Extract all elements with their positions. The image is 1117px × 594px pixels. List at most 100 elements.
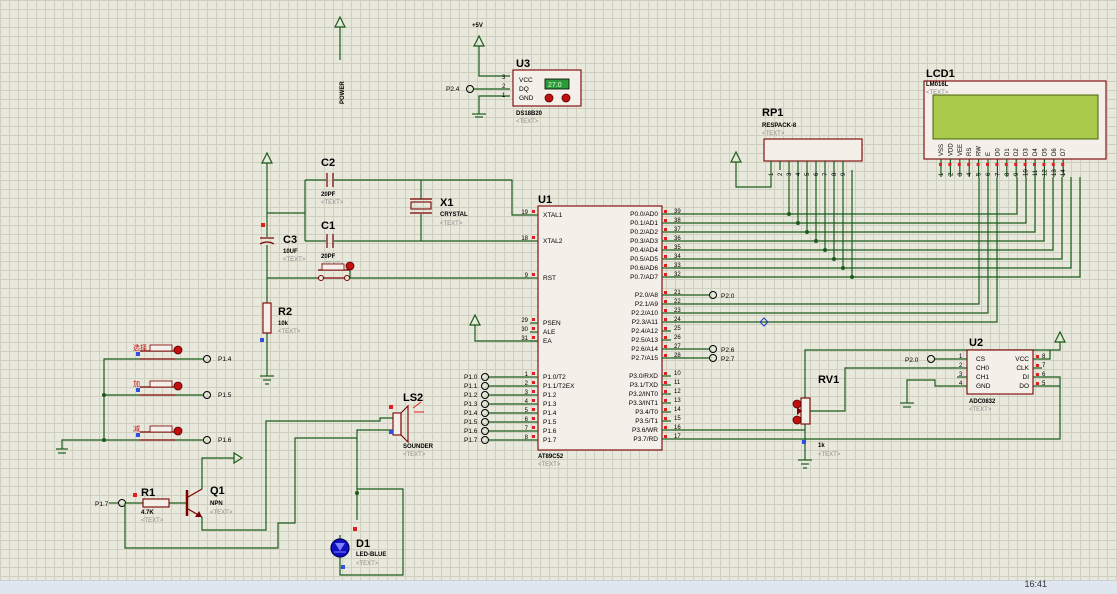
u1-pin-name: P0.0/AD0 [630,211,658,218]
u1-pin-number: 25 [674,326,681,332]
rp1-pin-number: 1 [769,172,775,176]
lcd-pin-number: 13 [1052,169,1058,176]
buzzer-circuit: P1.7 [95,417,404,576]
u2-part: ADC0832 [969,399,996,405]
push-button[interactable]: 减 P1.6 [133,424,232,444]
d1-led[interactable]: D1 LED-BLUE <TEXT> [330,527,386,569]
c2-ref: C2 [321,157,335,169]
lcd-pin-marker [957,163,961,166]
rp1-pin-number: 9 [841,172,847,176]
lcd1-display[interactable]: LCD1 LM016L <TEXT> VSS1VDD2VEE3RS4RW5E6D… [923,68,1107,177]
push-button[interactable]: 加P1.5 [133,379,232,399]
u1-pin-marker [664,336,667,339]
net-terminal [203,391,211,399]
u1-pin-name: P2.1/A9 [635,301,659,308]
u1-pin-marker [664,309,667,312]
u2-pin-marker [1036,373,1039,376]
button-net: P1.6 [218,437,232,444]
u2-pin-number: 7 [1042,363,1046,369]
r1-resistor[interactable]: R1 4.7K <TEXT> [133,487,170,524]
button-group: 选择 P1.4 加P1.5 减 P1.6 [56,343,232,454]
q1-text: <TEXT> [210,510,233,516]
u1-pin-marker [532,318,535,321]
button-label: 减 [133,424,140,433]
u1-pin-number: 6 [525,417,529,423]
u1-body[interactable] [537,205,663,451]
button-actuator[interactable] [173,345,183,355]
u2-pin-name: CH0 [976,365,989,372]
u1-pin-number: 28 [674,353,681,359]
net-label: P1.2 [464,392,478,399]
reset-button[interactable] [318,261,355,281]
r2-resistor[interactable]: R2 10k <TEXT> [260,302,301,342]
lcd-pin-number: 1 [939,172,945,176]
rp1-value: RESPACK-8 [762,123,797,129]
power-terminal[interactable]: POWER [334,15,346,104]
u1-pin-name: P0.1/AD1 [630,220,658,227]
u1-pin-marker [664,381,667,384]
net-label: P1.0 [464,374,478,381]
u1-pin-number: 31 [521,336,528,342]
u1-pin-marker [664,390,667,393]
u2-pin-number: 1 [959,354,963,360]
u1-pin-marker [664,372,667,375]
u1-pin-name: P1.4 [543,410,557,417]
u1-pin-name: P2.5/A13 [631,337,658,344]
u1-pin-number: 29 [521,318,528,324]
u3-sensor[interactable]: +5V P2.4 VCC DQ GND 3 2 1 27.0 U3 DS18B2… [446,23,582,125]
button-net: P1.4 [218,356,232,363]
u1-pin-marker [664,435,667,438]
u1-pin-number: 14 [674,407,681,413]
u1-pin-number: 12 [674,389,681,395]
u1-pin-marker [664,408,667,411]
u3-up-button[interactable] [561,93,571,103]
u1-pin-name: P1.1/T2EX [543,383,575,390]
u3-display [544,78,570,90]
button-actuator[interactable] [173,381,183,391]
rp1-pin-number: 2 [778,172,784,176]
lcd-pin-marker [1023,163,1027,166]
button-label: 选择 [133,343,147,352]
lcd-pin-number: 3 [958,172,964,176]
u2-pin-marker [1036,355,1039,358]
u1-pin-marker [532,390,535,393]
x1-crystal[interactable]: X1 CRYSTAL <TEXT> [410,197,468,227]
lcd-pin-name: D7 [1061,148,1067,156]
taskbar: 16:41 [0,579,1117,594]
u1-pin-name: P0.6/AD6 [630,265,658,272]
button-marker [136,433,140,437]
u1-pin-number: 11 [674,380,681,386]
c1-capacitor[interactable]: C1 20PF <TEXT> [321,220,344,268]
r1-text: <TEXT> [141,518,164,524]
u1-pin-name: P1.0/T2 [543,374,566,381]
u1-text: <TEXT> [538,462,561,468]
u1-ref: U1 [538,194,552,206]
u1-pin-marker [664,228,667,231]
ls2-text: <TEXT> [403,452,426,458]
net-terminal [481,373,489,381]
c2-value: 20PF [321,192,336,198]
button-cap [149,425,173,433]
rp1-pin-number: 5 [805,172,811,176]
button-actuator[interactable] [173,426,183,436]
c2-capacitor[interactable]: C2 20PF <TEXT> [321,157,344,206]
u1-pin-name: ALE [543,329,556,336]
u1-pin-marker [664,318,667,321]
u2-pin-name: GND [976,383,991,390]
r1-net: P1.7 [95,501,109,508]
lcd-pin-number: 10 [1024,169,1030,176]
ls2-sounder[interactable]: LS2 SOUNDER <TEXT> [389,392,434,458]
rv1-potentiometer[interactable]: RV1 1k <TEXT> [792,330,1066,469]
q1-transistor[interactable]: Q1 NPN <TEXT> [185,485,233,518]
net-terminal [481,418,489,426]
c3-capacitor[interactable]: C3 10UF <TEXT> [259,223,306,263]
u3-down-button[interactable] [544,93,554,103]
schematic-sheet[interactable]: POWER +5V P2.4 VCC DQ GND 3 2 1 27.0 U3 … [0,0,1117,580]
u1-pin-number: 9 [525,273,529,279]
u1-pin-number: 37 [674,227,681,233]
push-button[interactable]: 选择 P1.4 [133,343,232,363]
u1-pin-number: 34 [674,254,681,260]
